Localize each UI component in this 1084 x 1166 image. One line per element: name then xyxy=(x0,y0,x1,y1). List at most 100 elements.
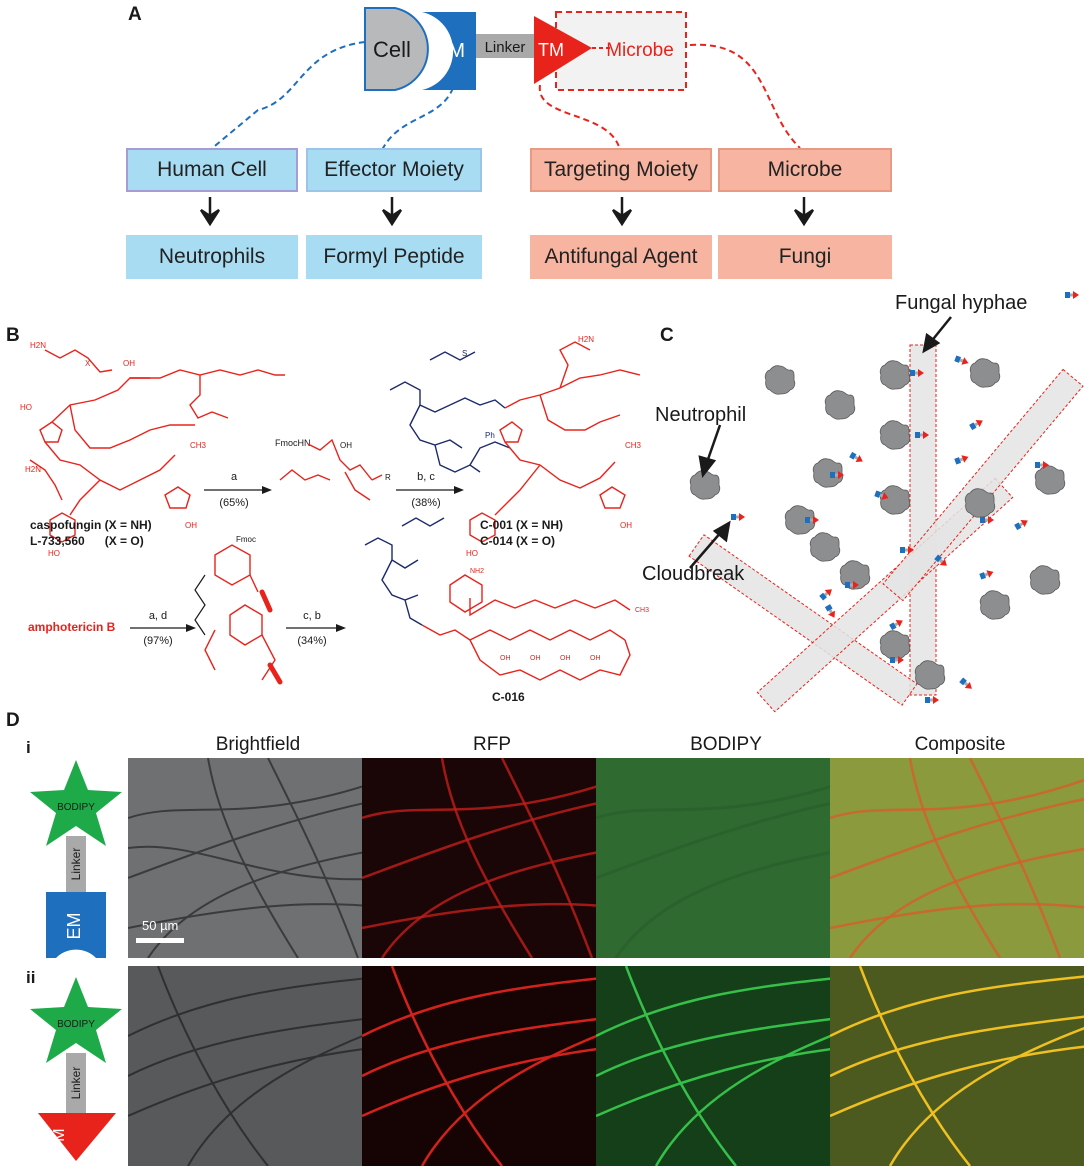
em-connector xyxy=(381,87,454,151)
micrograph-composite-ii xyxy=(830,966,1084,1166)
cell-shape xyxy=(364,7,429,91)
micrograph-composite-i xyxy=(830,758,1084,958)
tm-text: TM xyxy=(538,40,564,60)
hypha-diagonal-1 xyxy=(688,534,918,706)
box-human-cell: Human Cell xyxy=(126,148,298,192)
probe-i: BODIPY Linker EM xyxy=(30,760,122,958)
svg-text:Ph: Ph xyxy=(485,431,495,440)
micrograph-brightfield-i: 50 µm xyxy=(128,758,388,958)
row-i-label: i xyxy=(26,738,31,757)
panel-c-letter: C xyxy=(660,325,674,346)
svg-text:EM: EM xyxy=(64,913,84,940)
panel-b-letter: B xyxy=(6,325,20,346)
svg-text:OH: OH xyxy=(185,521,197,530)
svg-text:TM: TM xyxy=(51,1128,68,1151)
microbe-text: Microbe xyxy=(606,40,674,61)
cell-text: Cell xyxy=(373,37,411,62)
c014-label: C-014 (X = O) xyxy=(480,534,556,548)
box-formyl-peptide: Formyl Peptide xyxy=(306,235,482,279)
micrograph-rfp-i xyxy=(362,758,622,958)
svg-text:HO: HO xyxy=(48,549,60,558)
probe-ii: BODIPY Linker TM xyxy=(30,977,122,1161)
l733560-label: L-733,560 (X = O) xyxy=(30,534,144,548)
svg-text:OH: OH xyxy=(530,655,541,662)
scale-bar-label: 50 µm xyxy=(142,918,178,933)
svg-text:CH3: CH3 xyxy=(625,441,642,450)
svg-text:CH3: CH3 xyxy=(635,607,649,614)
svg-text:OH: OH xyxy=(500,655,511,662)
step2-yield: (38%) xyxy=(411,497,440,509)
svg-text:NH2: NH2 xyxy=(470,568,484,575)
amphotericin-label: amphotericin B xyxy=(28,620,116,634)
box-antifungal-agent: Antifungal Agent xyxy=(530,235,712,279)
bodipy-star-ii xyxy=(30,977,122,1063)
step4-yield: (34%) xyxy=(297,635,326,647)
micrograph-brightfield-ii xyxy=(128,966,388,1166)
em-text: EM xyxy=(435,40,465,62)
hypha-diagonal-3 xyxy=(882,368,1084,602)
caspofungin-label: caspofungin (X = NH) xyxy=(30,518,152,532)
svg-text:CH3: CH3 xyxy=(190,441,207,450)
step2-reagent: b, c xyxy=(417,471,435,483)
col-brightfield: Brightfield xyxy=(215,734,301,755)
step1-reagent: a xyxy=(231,471,238,483)
tm-ii xyxy=(38,1113,116,1161)
svg-text:HO: HO xyxy=(466,549,478,558)
svg-text:OH: OH xyxy=(620,521,632,530)
svg-text:BODIPY: BODIPY xyxy=(57,1019,95,1030)
svg-text:H2N: H2N xyxy=(30,341,46,350)
svg-text:OH: OH xyxy=(340,441,352,450)
svg-text:OH: OH xyxy=(123,359,135,368)
svg-text:OH: OH xyxy=(590,655,601,662)
box-microbe: Microbe xyxy=(718,148,892,192)
panel-c-illustration: Fungal hyphae Neutrophil Cloudbreak xyxy=(642,291,1084,713)
bodipy-star-i xyxy=(30,760,122,846)
micrograph-bodipy-i xyxy=(596,758,856,958)
tm-shape xyxy=(534,16,592,84)
box-neutrophils: Neutrophils xyxy=(126,235,298,279)
micrograph-rfp-ii xyxy=(362,966,622,1166)
svg-text:Linker: Linker xyxy=(69,1067,83,1100)
svg-text:X: X xyxy=(85,359,91,368)
microbe-connector xyxy=(689,43,801,149)
svg-text:OH: OH xyxy=(560,655,571,662)
svg-text:S: S xyxy=(462,349,467,358)
caspofungin-structure xyxy=(29,349,285,543)
box-targeting-moiety: Targeting Moiety xyxy=(530,148,712,192)
linker-ii xyxy=(66,1053,86,1113)
panel-a-letter: A xyxy=(128,4,142,25)
em-i xyxy=(46,892,106,958)
col-bodipy: BODIPY xyxy=(690,734,762,755)
cell-connector xyxy=(209,41,366,151)
neutrophil-cells xyxy=(689,358,1066,690)
hyphae-label: Fungal hyphae xyxy=(895,292,1027,314)
panel-a-schematic: Cell EM Linker TM Microbe xyxy=(209,7,801,151)
panel-a-arrows xyxy=(199,197,815,227)
panel-b-chemistry: H2N X OH HO H2N CH3 OH HO a (65%) FmocHN… xyxy=(20,335,649,685)
linker-text: Linker xyxy=(485,39,526,56)
tm-connector xyxy=(538,84,621,151)
svg-text:FmocHN: FmocHN xyxy=(275,438,311,448)
panel-d-letter: D xyxy=(6,710,20,731)
linker-i xyxy=(66,836,86,892)
formyl-peptide-structure xyxy=(389,351,511,473)
svg-text:Linker: Linker xyxy=(69,848,83,881)
linker-shape xyxy=(476,34,534,58)
svg-text:H2N: H2N xyxy=(578,335,594,344)
em-shape xyxy=(422,12,476,90)
step3-yield: (97%) xyxy=(143,635,172,647)
cloudbreak-label: Cloudbreak xyxy=(642,563,745,585)
hypha-vertical xyxy=(909,344,937,696)
step1-yield: (65%) xyxy=(219,497,248,509)
svg-text:H2N: H2N xyxy=(25,465,41,474)
row-ii-label: ii xyxy=(26,968,36,987)
col-rfp: RFP xyxy=(473,734,511,755)
step3-reagent: a, d xyxy=(149,610,167,622)
c016-label: C-016 xyxy=(492,690,525,704)
svg-text:Fmoc: Fmoc xyxy=(236,535,256,544)
svg-text:BODIPY: BODIPY xyxy=(57,802,95,813)
svg-text:R: R xyxy=(385,473,391,482)
box-effector-moiety: Effector Moiety xyxy=(306,148,482,192)
neutrophil-label: Neutrophil xyxy=(655,404,746,426)
box-fungi: Fungi xyxy=(718,235,892,279)
